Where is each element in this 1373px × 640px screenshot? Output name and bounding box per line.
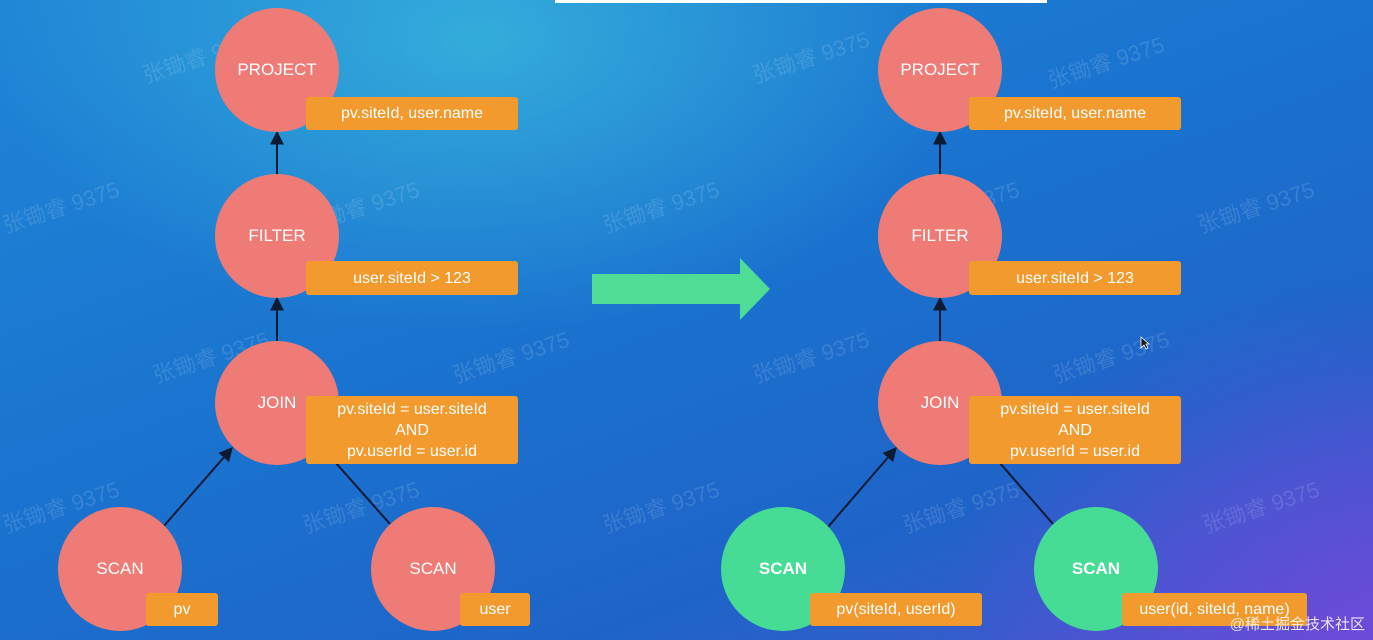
join-condition-line: pv.userId = user.id [347,442,477,460]
footer-credit: @稀土掘金技术社区 [1229,616,1365,633]
edge-scan-user-to-join [334,461,391,525]
left-scan-user-label: user [460,593,530,626]
join-condition-line: AND [1058,421,1092,439]
node-title: FILTER [911,226,969,245]
left-filter-label: user.siteId > 123 [306,261,518,295]
edge-scan-user-to-join [998,461,1054,525]
edge-scan-pv-to-join [827,446,897,528]
right-join-label: pv.siteId = user.siteId AND pv.userId = … [969,396,1181,464]
join-condition-line: pv.siteId = user.siteId [337,400,487,418]
transform-arrow-icon [592,258,770,320]
left-join-label: pv.siteId = user.siteId AND pv.userId = … [306,396,518,464]
node-title: SCAN [409,559,457,578]
top-highlight-bar [555,0,1047,3]
node-title: PROJECT [900,60,980,79]
node-title: SCAN [96,559,144,578]
node-title: JOIN [257,393,297,412]
node-title: JOIN [920,393,960,412]
node-title: SCAN [1071,559,1121,578]
node-title: FILTER [248,226,306,245]
right-project-label: pv.siteId, user.name [969,97,1181,130]
left-project-node: PROJECT [215,8,339,132]
edge-scan-pv-to-join [162,446,233,528]
mouse-cursor-icon [1140,336,1150,350]
node-title: PROJECT [237,60,317,79]
left-scan-pv-label: pv [146,593,218,626]
right-scan-user-label: user(id, siteId, name) [1122,593,1307,626]
right-filter-label: user.siteId > 123 [969,261,1181,295]
join-condition-line: pv.userId = user.id [1010,442,1140,460]
join-condition-line: pv.siteId = user.siteId [1000,400,1150,418]
node-title: SCAN [758,559,808,578]
right-scan-pv-label: pv(siteId, userId) [810,593,982,626]
left-scan-user-node: SCAN [371,507,495,631]
join-condition-line: AND [395,421,429,439]
left-project-label: pv.siteId, user.name [306,97,518,130]
